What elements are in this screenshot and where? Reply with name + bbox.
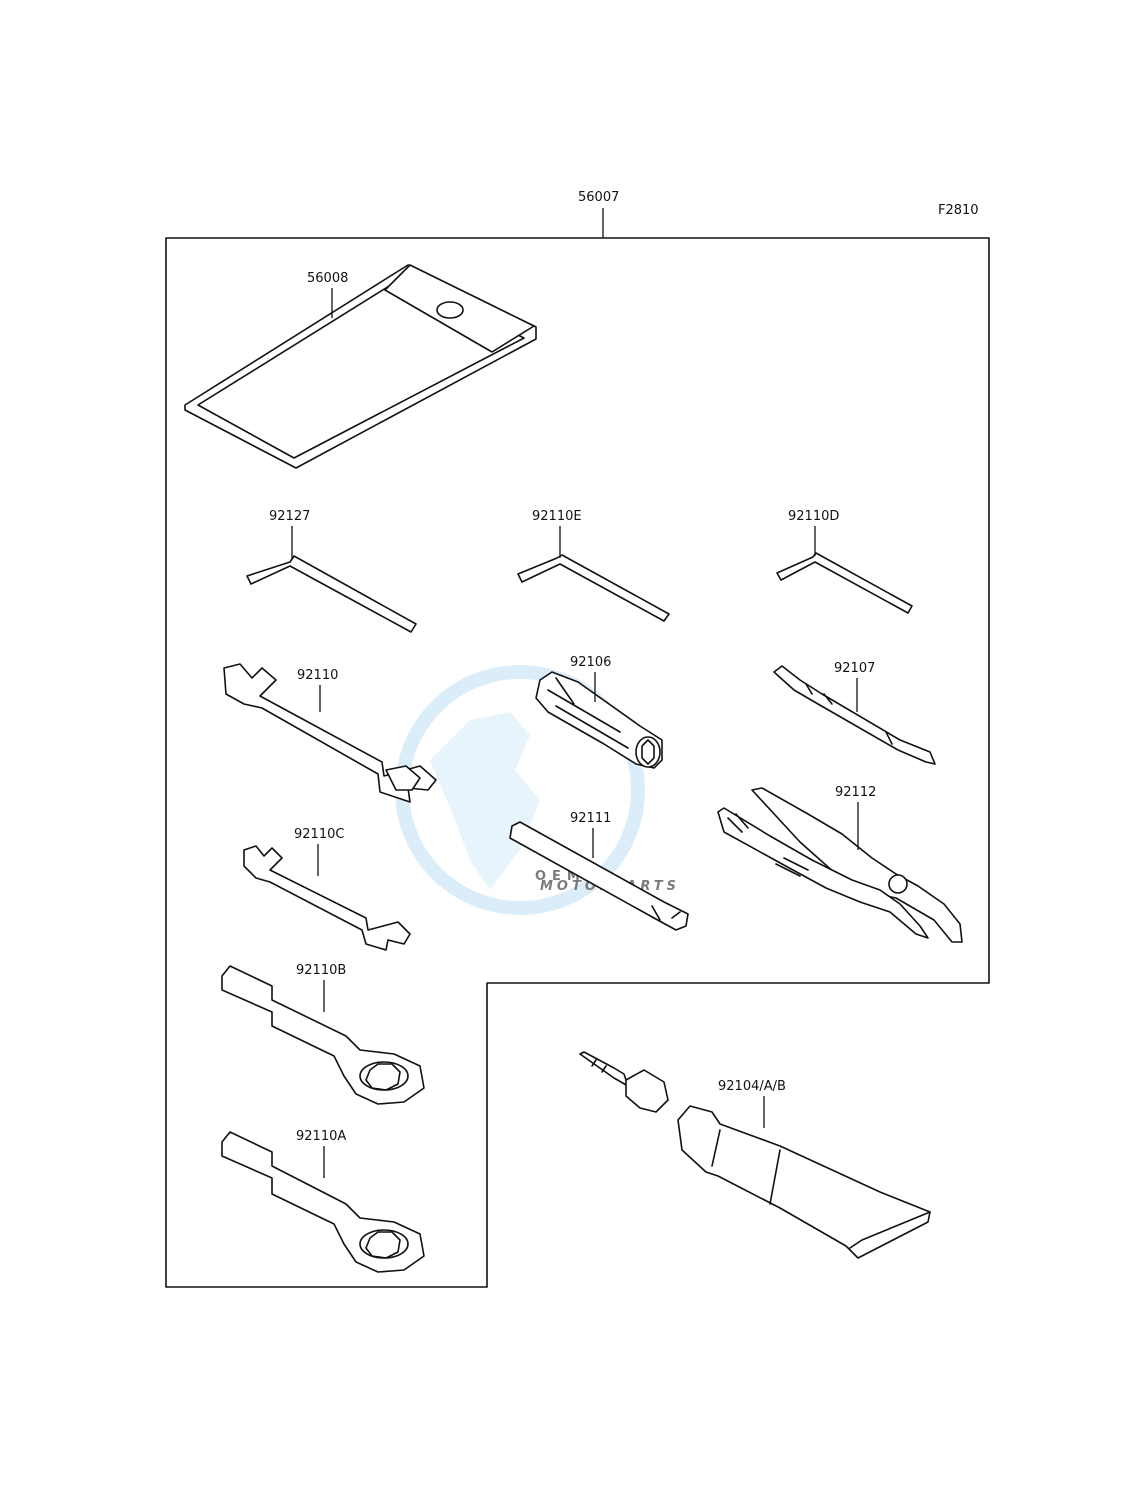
label-92110e: 92110E (532, 509, 582, 524)
label-92110b: 92110B (296, 963, 346, 978)
kit-boundary (165, 237, 990, 1288)
label-56007: 56007 (578, 190, 619, 205)
label-92112: 92112 (835, 785, 876, 800)
watermark: OEM MOTORPARTS (395, 665, 676, 915)
label-92111: 92111 (570, 811, 611, 826)
label-92107: 92107 (834, 661, 875, 676)
pliers-92112: 92112 (717, 785, 963, 943)
watermark-logo-text: OEM (535, 869, 586, 884)
tool-pouch: 56008 (184, 264, 537, 469)
label-92110: 92110 (297, 668, 338, 683)
label-92106: 92106 (570, 655, 611, 670)
wrench-92110c: 92110C (243, 827, 411, 951)
hex-key-92110d: 92110D (776, 509, 913, 614)
label-92110d: 92110D (788, 509, 839, 524)
label-56008: 56008 (307, 271, 348, 286)
ring-wrench-92110b: 92110B (221, 963, 425, 1105)
wrench-92110: 92110 (223, 663, 437, 803)
hex-key-92127: 92127 (246, 509, 417, 633)
ring-wrench-92110a: 92110A (221, 1129, 425, 1273)
hex-key-92110e: 92110E (517, 509, 670, 622)
label-92127: 92127 (269, 509, 310, 524)
label-92104: 92104/A/B (718, 1079, 786, 1094)
watermark-continents (430, 712, 540, 890)
screwdriver-92107: 92107 (773, 661, 936, 765)
grease-tube-92104: 92104/A/B (579, 1051, 931, 1259)
label-92110a: 92110A (296, 1129, 346, 1144)
figure-code: F2810 (938, 203, 979, 218)
bar-92111: 92111 (509, 811, 689, 931)
socket-92106: 92106 (535, 655, 663, 769)
label-92110c: 92110C (294, 827, 344, 842)
